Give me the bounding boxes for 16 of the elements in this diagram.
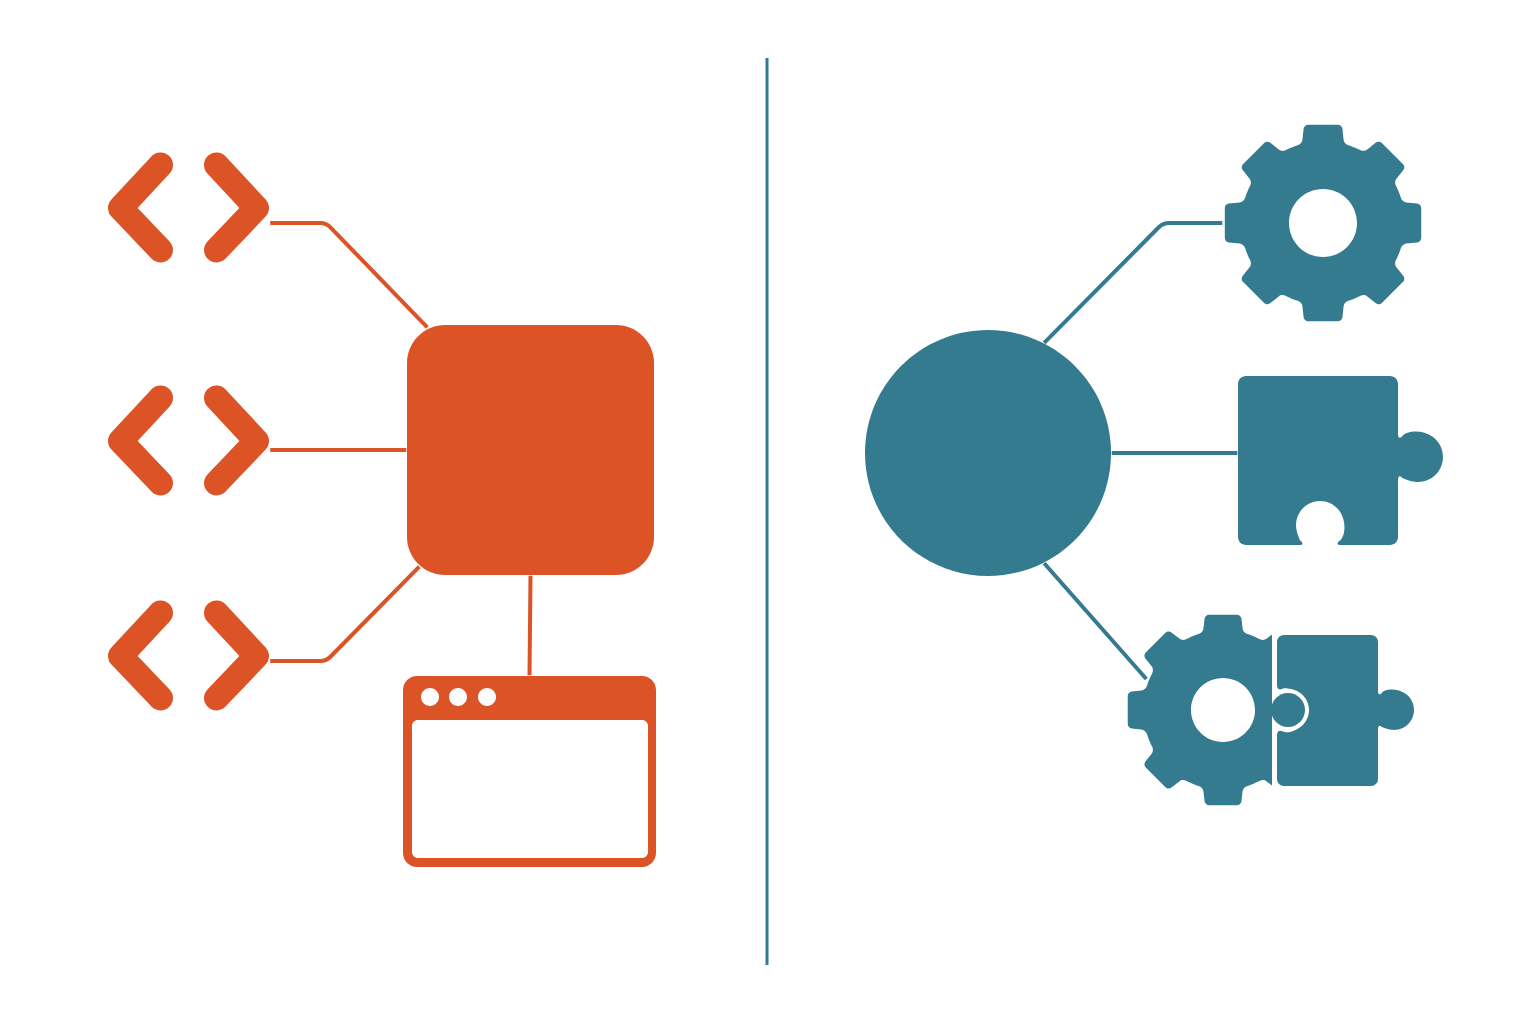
connector-line	[1042, 221, 1223, 345]
connector-line	[527, 575, 533, 676]
connector-line	[270, 221, 429, 329]
connector-line	[270, 448, 407, 452]
rounded-square	[407, 325, 654, 575]
gear-icon	[1224, 124, 1422, 322]
code-icon	[108, 152, 269, 263]
code-icon	[108, 385, 269, 496]
filled-circle	[865, 330, 1111, 576]
gear-and-puzzle-icon	[1127, 614, 1414, 806]
connector-line	[1042, 561, 1148, 681]
browser-window-icon	[403, 676, 656, 867]
puzzle-piece-icon	[1238, 376, 1443, 545]
connector-line	[1111, 451, 1238, 455]
code-icon	[108, 600, 269, 711]
connector-line	[270, 565, 421, 663]
